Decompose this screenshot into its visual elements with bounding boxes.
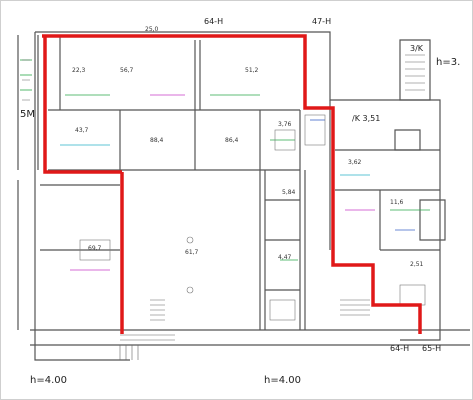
corridor-label-top-right: 47-H (312, 17, 332, 26)
height-label-upper-right: h=3. (436, 57, 461, 68)
room-mark: 22,3 (72, 67, 86, 74)
room-mark: 3,76 (278, 121, 292, 128)
room-mark: 69,7 (88, 245, 102, 252)
room-mark: 56,7 (120, 67, 134, 74)
staircase-hatching (22, 54, 425, 360)
height-label-bottom-left: h=4.00 (30, 375, 67, 386)
k-mid-label: /K 3,51 (352, 114, 381, 123)
room-mark: 3,62 (348, 159, 362, 166)
room-mark: 25,0 (145, 26, 159, 33)
room-mark: 5,84 (282, 189, 296, 196)
room-mark: 86,4 (225, 137, 239, 144)
room-mark: 88,4 (150, 137, 164, 144)
room-mark: 61,7 (185, 249, 199, 256)
room-mark: 11,6 (390, 199, 404, 206)
boundary-outline (42, 34, 422, 334)
room-mark: 43,7 (75, 127, 89, 134)
corridor-label-top-left: 64-H (204, 17, 224, 26)
room-mark: 4,47 (278, 254, 292, 261)
left-edge-label: 5M (20, 109, 35, 120)
corridor-label-bottom-right-a: 64-H (390, 344, 410, 353)
room-mark: 51,2 (245, 67, 259, 74)
walls (17, 31, 470, 361)
height-label-bottom-mid: h=4.00 (264, 375, 301, 386)
staircase-label: 3/K (410, 44, 424, 53)
room-mark: 2,51 (410, 261, 424, 268)
corridor-label-bottom-right-b: 65-H (422, 344, 442, 353)
